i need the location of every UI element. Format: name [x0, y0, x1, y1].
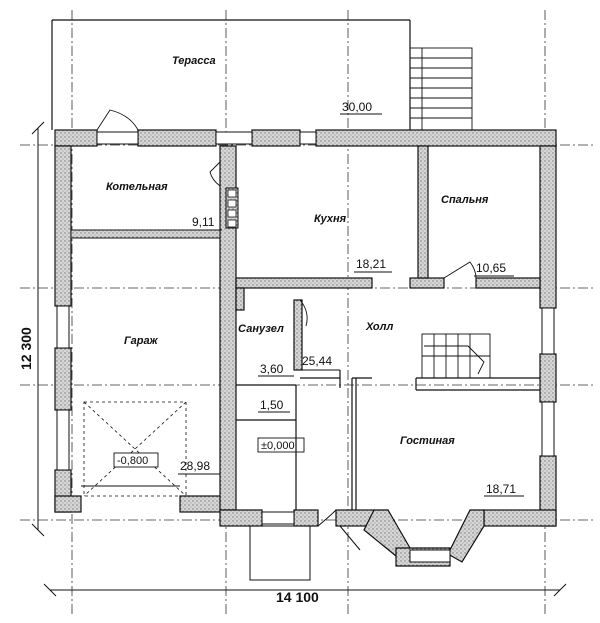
bathroom-area: 3,60: [260, 362, 284, 376]
entrance-porch: [249, 525, 361, 581]
walls: [54, 129, 557, 567]
height-dimension: 12 300: [18, 327, 34, 370]
closet-area: 1,50: [260, 398, 284, 412]
living-room-label: Гостиная: [400, 435, 455, 447]
terrace-area: 30,00: [342, 100, 372, 114]
boiler-room-label: Котельная: [106, 181, 168, 193]
floor-level: ±0,000: [261, 440, 295, 452]
garage-level-box: [113, 452, 159, 468]
terrace-stairs: [409, 47, 473, 131]
windows: [56, 131, 555, 563]
hall-area: 25,44: [302, 354, 332, 368]
garage-pit: [83, 401, 187, 497]
hall-label: Холл: [365, 321, 393, 333]
floor-level-box: [257, 437, 305, 453]
bedroom-area: 10,65: [476, 261, 506, 275]
partition: [70, 187, 239, 239]
hall-stairs: [421, 333, 491, 379]
boiler-room-area: 9,11: [192, 215, 215, 229]
bathroom-label: Санузел: [238, 323, 284, 335]
kitchen-label: Кухня: [314, 213, 347, 225]
garage-label: Гараж: [124, 335, 159, 347]
kitchen-area: 18,21: [356, 257, 386, 271]
terrace-label: Терасса: [172, 55, 216, 67]
vent-grille: [227, 189, 237, 228]
width-dimension: 14 100: [276, 589, 319, 605]
living-room-area: 18,71: [486, 482, 516, 496]
area-underlines: [178, 113, 524, 497]
bedroom-label: Спальня: [441, 194, 489, 206]
dimension-lines: [31, 121, 567, 597]
garage-level: -0,800: [117, 455, 148, 467]
garage-area: 28,98: [180, 459, 210, 473]
